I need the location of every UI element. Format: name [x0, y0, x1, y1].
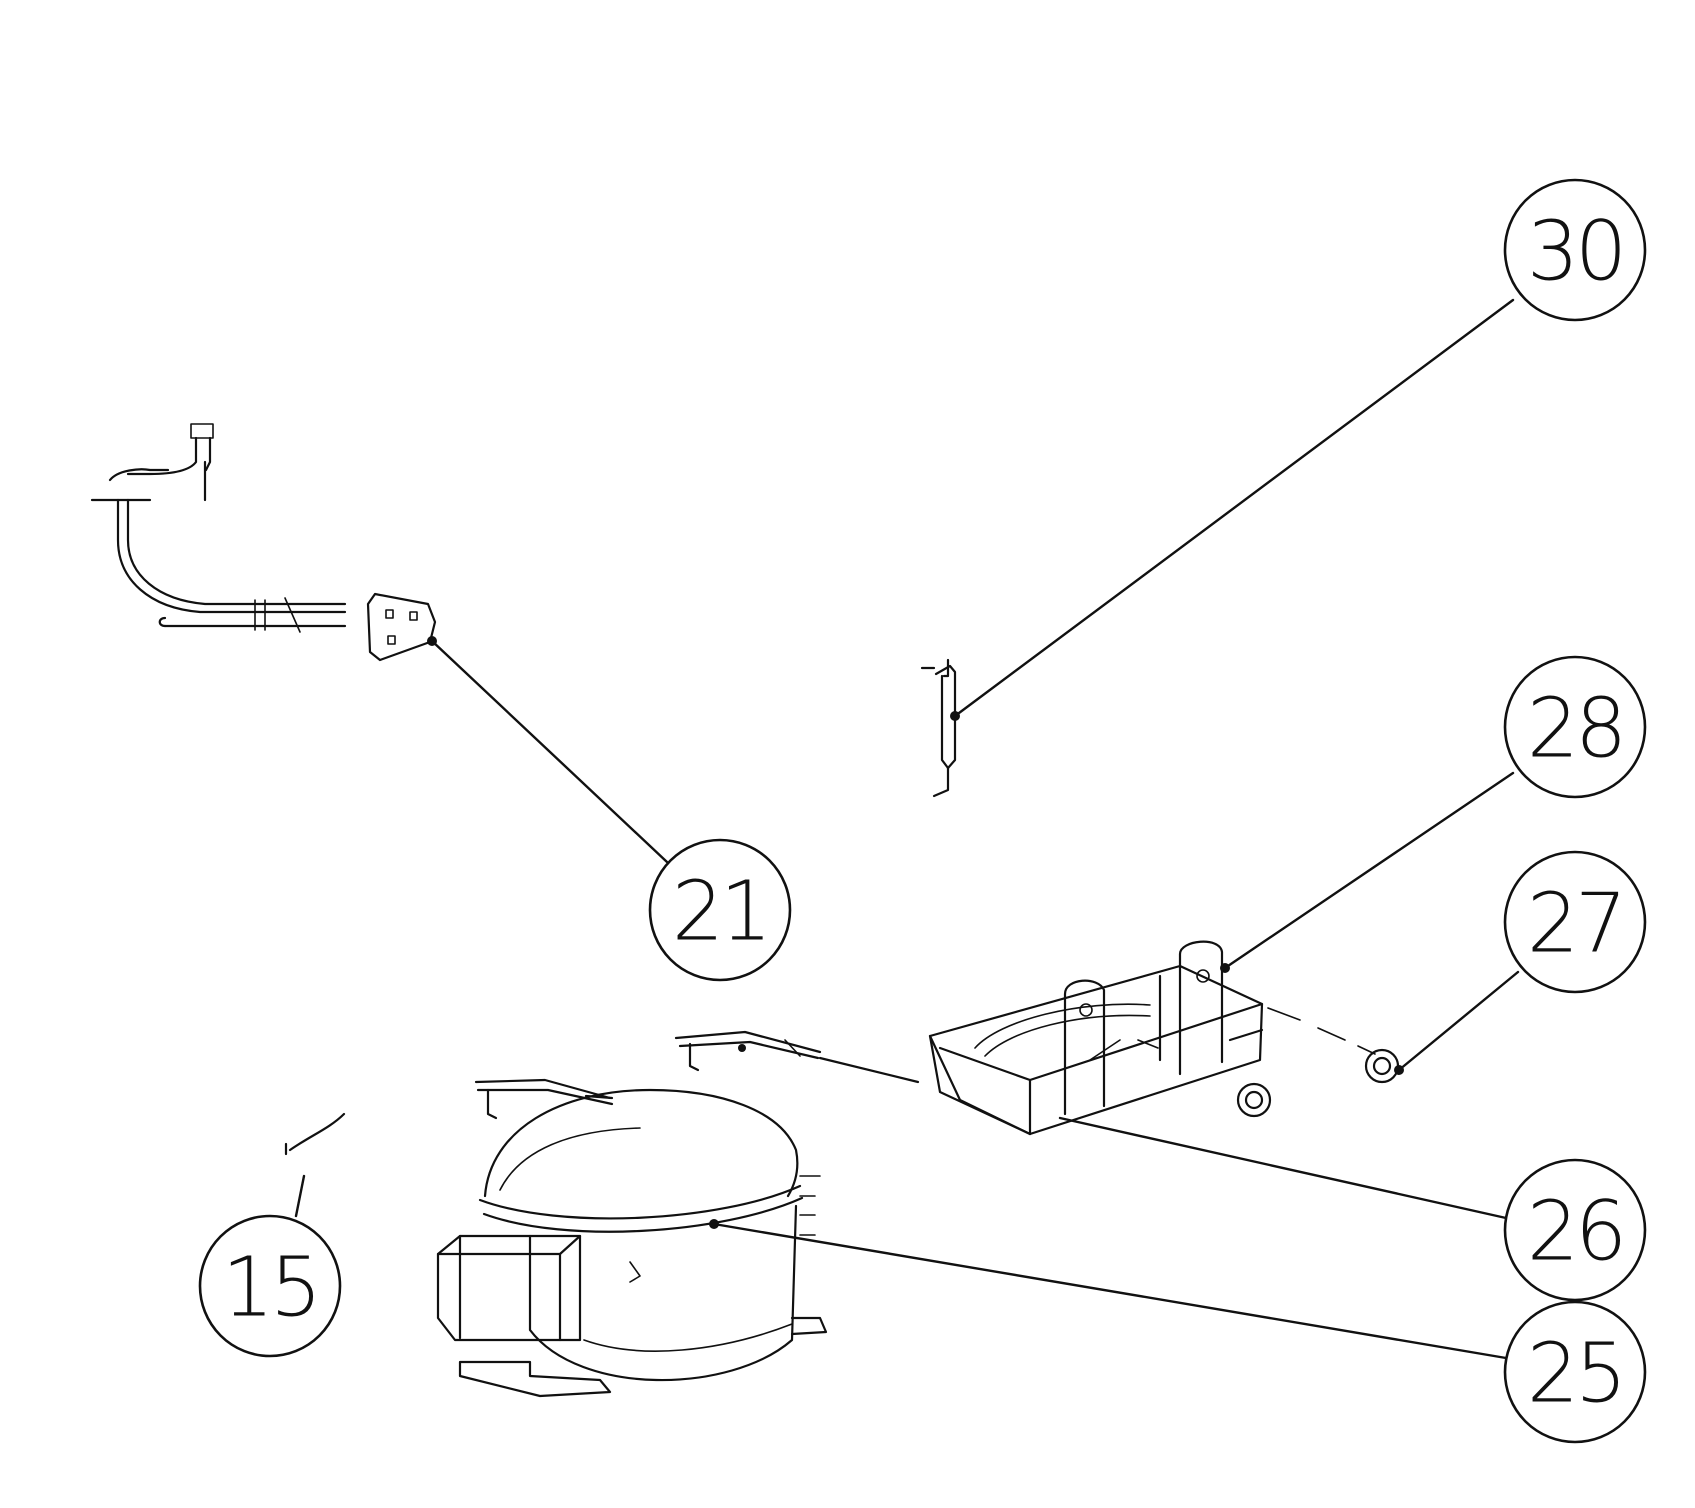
callout-label-26: 26	[1527, 1185, 1623, 1280]
callout-21: 21	[648, 838, 792, 982]
callout-30: 30	[1503, 178, 1647, 322]
clip-icon	[284, 1112, 346, 1156]
mounting-bracket-icon	[928, 940, 1264, 1136]
compressor-icon	[436, 1088, 828, 1398]
callout-label-30: 30	[1527, 205, 1623, 300]
leader-28	[1223, 771, 1515, 970]
callout-27: 27	[1503, 850, 1647, 994]
callout-label-21: 21	[672, 865, 768, 960]
leader-27	[1397, 970, 1520, 1072]
leader-21	[430, 639, 669, 864]
callout-28: 28	[1503, 655, 1647, 799]
base-plate-icon	[474, 1030, 920, 1120]
leader-15	[294, 1174, 306, 1218]
callout-label-27: 27	[1527, 877, 1623, 972]
power-cord-icon	[90, 423, 437, 662]
callout-label-15: 15	[222, 1241, 318, 1336]
leader-26	[1058, 1116, 1508, 1220]
callout-label-25: 25	[1527, 1327, 1623, 1422]
leader-30	[953, 298, 1515, 718]
callout-25: 25	[1503, 1300, 1647, 1444]
callout-label-28: 28	[1527, 682, 1623, 777]
callout-15: 15	[198, 1214, 342, 1358]
leader-25	[712, 1222, 1508, 1360]
callout-26: 26	[1503, 1158, 1647, 1302]
drier-filter-icon	[920, 658, 960, 798]
grommet-icon	[1236, 1048, 1404, 1118]
